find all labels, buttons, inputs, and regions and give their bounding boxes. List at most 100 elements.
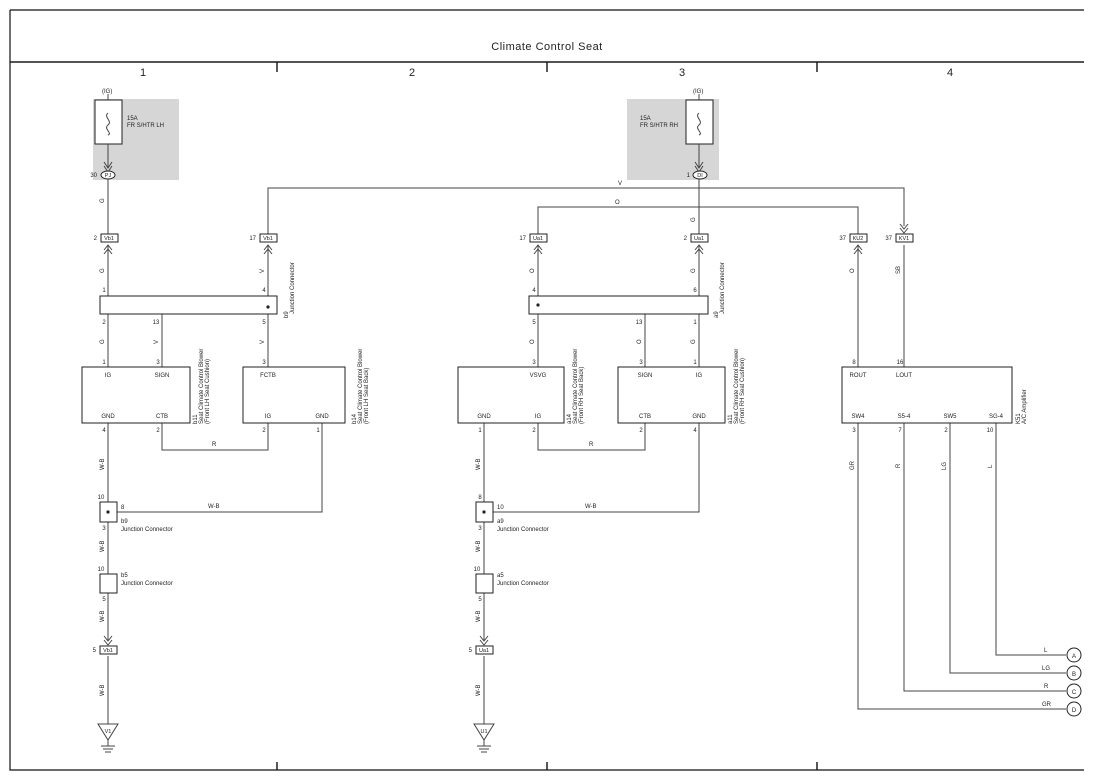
svg-text:ROUT: ROUT bbox=[850, 373, 867, 379]
wire-color-lg: LG bbox=[942, 462, 948, 470]
junction-connector-a5: 10 5 a5 Junction Connector bbox=[474, 567, 549, 603]
svg-text:Ua1: Ua1 bbox=[533, 236, 543, 242]
svg-text:8: 8 bbox=[478, 495, 482, 501]
wire-color-lg: LG bbox=[1042, 666, 1050, 672]
junction-connector-a9-upper: 4 6 5 13 1 a9 Junction Connector bbox=[528, 262, 726, 326]
svg-text:1: 1 bbox=[693, 360, 697, 366]
svg-text:6: 6 bbox=[693, 288, 697, 294]
svg-text:3: 3 bbox=[639, 360, 643, 366]
svg-text:Vb1: Vb1 bbox=[104, 236, 114, 242]
component-b11-blower: 1 3 4 2 IG SIGN GND CTB b11 Seat Climate… bbox=[81, 349, 211, 434]
wire-color-v: V bbox=[618, 181, 622, 187]
svg-text:SW5: SW5 bbox=[943, 414, 957, 420]
junction-connector-b5: 10 5 b5 Junction Connector bbox=[98, 567, 173, 603]
wire-color-wb: W-B bbox=[476, 458, 482, 470]
wire-color-g: G bbox=[100, 198, 106, 203]
fuse-lh-conn: PJ bbox=[105, 173, 112, 179]
offpage-connector-c: C bbox=[1066, 683, 1082, 699]
svg-text:Seat Climate Control Blower: Seat Climate Control Blower bbox=[573, 349, 579, 424]
wire-color-wb: W-B bbox=[100, 458, 106, 470]
wire-color-o: O bbox=[530, 339, 536, 344]
svg-text:b11: b11 bbox=[193, 414, 199, 424]
fuse-lh-icon bbox=[106, 112, 110, 136]
svg-text:4: 4 bbox=[693, 428, 697, 434]
svg-text:2: 2 bbox=[94, 236, 98, 242]
svg-text:VSVG: VSVG bbox=[530, 373, 547, 379]
svg-text:3: 3 bbox=[478, 526, 482, 532]
fuse-lh: (IG) 15A FR S/HTR LH PJ 30 bbox=[90, 89, 179, 180]
offpage-connector-b: B bbox=[1066, 665, 1082, 681]
svg-text:5: 5 bbox=[532, 320, 536, 326]
svg-text:4: 4 bbox=[532, 288, 536, 294]
svg-text:13: 13 bbox=[153, 320, 160, 326]
connector-vb1-b: Vb1 17 bbox=[249, 233, 278, 255]
svg-text:KV1: KV1 bbox=[899, 236, 909, 242]
svg-text:5: 5 bbox=[478, 597, 482, 603]
fuse-rh-rating: 15A bbox=[640, 116, 651, 122]
column-label-4: 4 bbox=[947, 67, 953, 79]
component-k51-ac-amplifier: 8 16 3 7 2 10 ROUT LOUT SW4 S5-4 SW5 SG-… bbox=[841, 360, 1028, 434]
svg-text:A/C Amplifier: A/C Amplifier bbox=[1022, 389, 1028, 424]
svg-text:10: 10 bbox=[98, 567, 105, 573]
svg-text:a5: a5 bbox=[497, 573, 504, 579]
svg-text:B: B bbox=[1072, 672, 1076, 678]
ground-label-u1: U1 bbox=[480, 729, 487, 735]
svg-text:1: 1 bbox=[102, 288, 106, 294]
svg-text:CTB: CTB bbox=[639, 414, 651, 420]
svg-text:b9: b9 bbox=[121, 519, 128, 525]
wire-color-g: G bbox=[100, 339, 106, 344]
svg-text:2: 2 bbox=[262, 428, 266, 434]
svg-text:2: 2 bbox=[532, 428, 536, 434]
svg-text:8: 8 bbox=[852, 360, 856, 366]
svg-text:1: 1 bbox=[102, 360, 106, 366]
svg-text:4: 4 bbox=[102, 428, 106, 434]
wire-color-gr: GR bbox=[1042, 702, 1052, 708]
wire-color-g: G bbox=[691, 217, 697, 222]
svg-text:GND: GND bbox=[692, 414, 706, 420]
svg-text:2: 2 bbox=[102, 320, 106, 326]
wire-color-sb: SB bbox=[896, 266, 902, 274]
svg-text:SW4: SW4 bbox=[851, 414, 865, 420]
junction-connector-b9-lower: 10 8 3 b9 Junction Connector bbox=[98, 495, 173, 533]
svg-text:8: 8 bbox=[121, 505, 125, 511]
svg-text:16: 16 bbox=[897, 360, 904, 366]
svg-text:13: 13 bbox=[636, 320, 643, 326]
svg-text:5: 5 bbox=[262, 320, 266, 326]
fuse-rh: (IG) 15A FR S/HTR RH DI 1 bbox=[627, 89, 719, 180]
svg-text:3: 3 bbox=[852, 428, 856, 434]
svg-text:IG: IG bbox=[265, 414, 272, 420]
svg-text:IG: IG bbox=[696, 373, 703, 379]
wire-color-o: O bbox=[530, 268, 536, 273]
wire-color-wb: W-B bbox=[100, 610, 106, 622]
wire-color-g: G bbox=[691, 339, 697, 344]
svg-text:GND: GND bbox=[101, 414, 115, 420]
svg-text:K51: K51 bbox=[1016, 413, 1022, 424]
svg-text:IG: IG bbox=[105, 373, 112, 379]
offpage-connector-d: D bbox=[1066, 701, 1082, 717]
svg-text:5: 5 bbox=[469, 648, 473, 654]
wire-color-o: O bbox=[850, 268, 856, 273]
svg-text:a9: a9 bbox=[497, 519, 504, 525]
svg-text:2: 2 bbox=[639, 428, 643, 434]
svg-text:10: 10 bbox=[987, 428, 994, 434]
svg-text:IG: IG bbox=[535, 414, 542, 420]
svg-text:17: 17 bbox=[249, 236, 256, 242]
wire-color-gr: GR bbox=[850, 460, 856, 470]
svg-text:KU2: KU2 bbox=[853, 236, 864, 242]
svg-text:a9: a9 bbox=[714, 311, 720, 318]
svg-text:3: 3 bbox=[262, 360, 266, 366]
wire-color-wb: W-B bbox=[100, 540, 106, 552]
svg-text:a11: a11 bbox=[728, 414, 734, 424]
diagram-frame bbox=[9, 9, 1084, 771]
wire-color-r: R bbox=[896, 463, 902, 468]
svg-text:4: 4 bbox=[262, 288, 266, 294]
svg-text:b5: b5 bbox=[121, 573, 128, 579]
wire-color-l: L bbox=[988, 464, 994, 468]
wire-color-r: R bbox=[212, 442, 217, 448]
svg-text:Junction Connector: Junction Connector bbox=[497, 527, 549, 533]
svg-text:FCTB: FCTB bbox=[260, 373, 276, 379]
svg-text:Seat Climate Control Blower: Seat Climate Control Blower bbox=[199, 349, 205, 424]
ground-icon: V1 bbox=[97, 723, 119, 753]
wire-color-g: G bbox=[691, 268, 697, 273]
svg-text:1: 1 bbox=[316, 428, 320, 434]
